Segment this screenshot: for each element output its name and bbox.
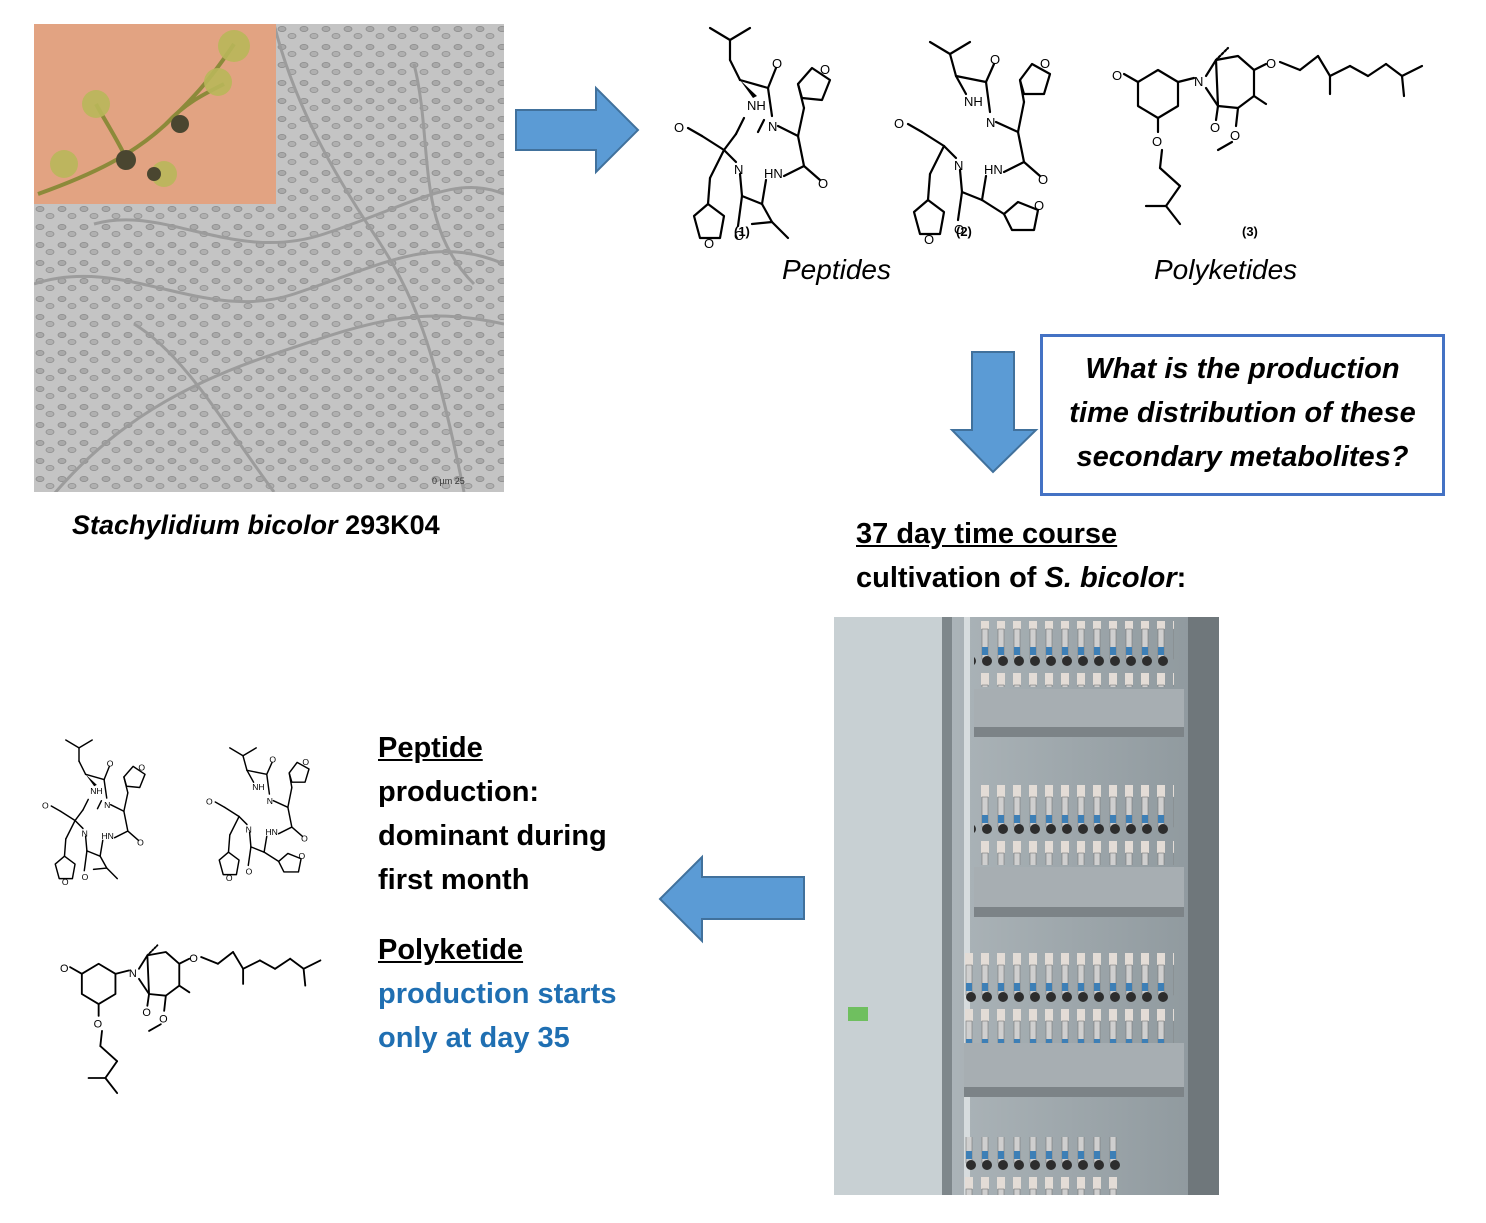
question-line-2: time distribution of these xyxy=(1069,397,1416,429)
polyketide-small-structure xyxy=(59,944,322,1095)
peptide-line-2: dominant during xyxy=(378,820,607,852)
peptide-line-1: production: xyxy=(378,776,540,808)
question-box: What is the production time distribution… xyxy=(1040,334,1445,496)
polyketide-result: Polyketide production starts only at day… xyxy=(378,928,616,1060)
time-course-heading: 37 day time course xyxy=(856,518,1118,550)
peptide-1-small-structure xyxy=(41,739,147,888)
time-course-prefix: cultivation of xyxy=(856,562,1045,594)
compound-1-structure xyxy=(672,26,832,253)
incubator-photo xyxy=(834,617,1219,1195)
time-course-suffix: : xyxy=(1176,562,1187,594)
strain-id: 293K04 xyxy=(345,510,440,540)
compound-3-structure xyxy=(1110,46,1424,226)
compound-1-label: (1) xyxy=(734,224,750,239)
peptide-line-3: first month xyxy=(378,864,530,896)
time-course-species: S. bicolor xyxy=(1044,562,1177,594)
polyketide-line-1: production starts xyxy=(378,978,617,1010)
hyphae-texture: 0 µm 25 xyxy=(34,24,504,492)
arrow-right-icon xyxy=(515,85,640,175)
peptide-heading: Peptide xyxy=(378,732,483,764)
compound-2-structure xyxy=(892,40,1052,249)
time-course-line-2: cultivation of S. bicolor: xyxy=(856,556,1186,600)
microscopy-image: 0 µm 25 xyxy=(34,24,504,492)
species-caption: Stachylidium bicolor 293K04 xyxy=(72,510,440,541)
species-name: Stachylidium bicolor xyxy=(72,510,338,540)
arrow-down-icon xyxy=(949,351,1039,474)
polyketide-heading: Polyketide xyxy=(378,934,524,966)
question-line-1: What is the production xyxy=(1085,353,1400,385)
peptides-label: Peptides xyxy=(782,254,891,285)
polyketide-line-2: only at day 35 xyxy=(378,1022,570,1054)
time-course-caption: 37 day time course cultivation of S. bic… xyxy=(856,512,1186,600)
compound-3-label: (3) xyxy=(1242,224,1258,239)
polyketides-label: Polyketides xyxy=(1154,254,1298,285)
peptide-2-small-structure xyxy=(205,747,311,884)
scale-bar: 0 µm 25 xyxy=(432,476,465,486)
arrow-left-icon xyxy=(658,854,805,944)
question-line-3: secondary metabolites? xyxy=(1076,441,1409,473)
compound-2-label: (2) xyxy=(956,224,972,239)
peptide-result: Peptide production: dominant during firs… xyxy=(378,726,607,902)
